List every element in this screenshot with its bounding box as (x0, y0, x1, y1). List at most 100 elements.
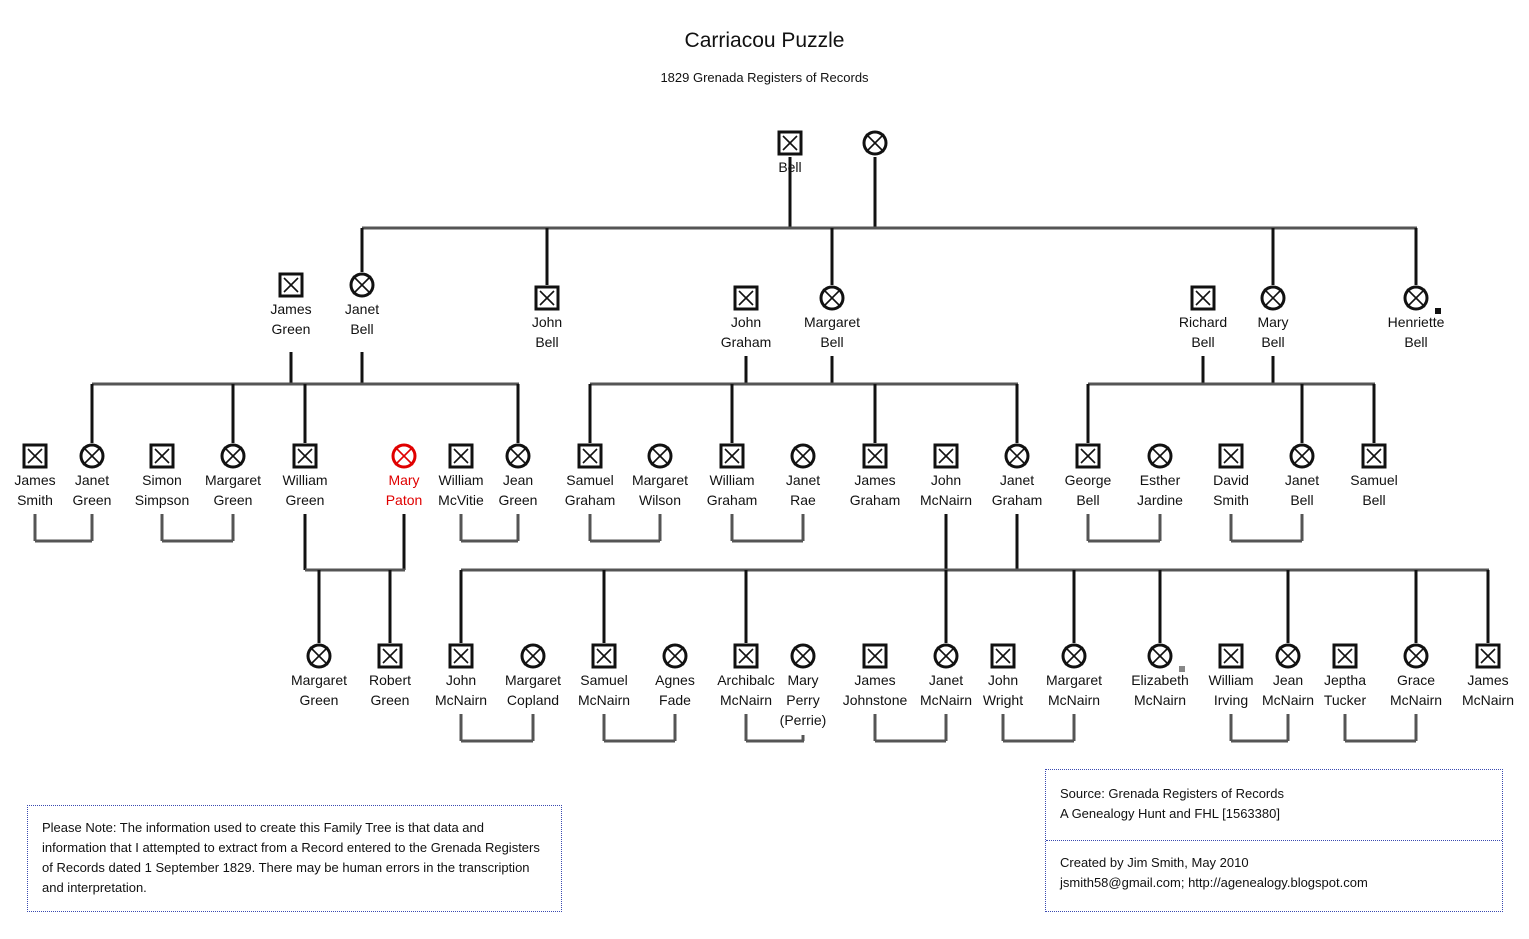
person-name-line2: Graham (991, 492, 1043, 508)
person-name-line2: Irving (1213, 692, 1249, 708)
cross-mark (297, 448, 313, 464)
person-margaret-green2-symbol (306, 643, 332, 669)
page-title: Carriacou Puzzle (684, 29, 845, 52)
cross-mark (382, 648, 398, 664)
person-william-green-symbol (292, 443, 318, 469)
disclaimer-note: Please Note: The information used to cre… (27, 805, 562, 912)
person-name-line2: Bell (1404, 334, 1428, 350)
cross-mark (867, 648, 883, 664)
person-bell-sr-symbol (777, 130, 803, 156)
person-agnes-fade-symbol (662, 643, 688, 669)
source-line-2: A Genealogy Hunt and FHL [1563380] (1060, 806, 1280, 821)
cross-mark (650, 446, 670, 466)
credit-section: Created by Jim Smith, May 2010 jsmith58@… (1046, 840, 1502, 893)
person-name-line1: John (930, 472, 962, 488)
person-name-line1: Margaret (631, 472, 689, 488)
credit-line-2: jsmith58@gmail.com; http://agenealogy.bl… (1060, 875, 1368, 890)
person-mary-paton-symbol (391, 443, 417, 469)
person-name-line1: Samuel (1350, 472, 1398, 488)
person-mary-perry-symbol (790, 643, 816, 669)
person-name-line1: Henriette (1387, 314, 1445, 330)
note-marker (1435, 308, 1441, 314)
person-jean-mcnairn-symbol (1275, 643, 1301, 669)
person-william-mcvitie-symbol (448, 443, 474, 469)
disclaimer-text: Please Note: The information used to cre… (42, 820, 540, 895)
person-name-line1: Esther (1139, 472, 1181, 488)
cross-mark (1480, 648, 1496, 664)
person-name-line1: William (709, 472, 755, 488)
person-name-line1: Janet (1284, 472, 1320, 488)
person-name-line2: Bell (1261, 334, 1285, 350)
cross-mark (1406, 288, 1426, 308)
person-name-line2: Tucker (1323, 692, 1367, 708)
person-name-line2: McNairn (1047, 692, 1101, 708)
cross-mark (596, 648, 612, 664)
person-name-line1: Grace (1396, 672, 1436, 688)
person-name-line1: John (531, 314, 563, 330)
cross-mark (938, 448, 954, 464)
person-name-line2: Bell (1362, 492, 1386, 508)
person-janet-bell-symbol (349, 272, 375, 298)
person-name-line1: John (445, 672, 477, 688)
person-esther-jardine-symbol (1147, 443, 1173, 469)
cross-mark (539, 290, 555, 306)
person-jeptha-tucker-symbol (1332, 643, 1358, 669)
person-name-line1: John (730, 314, 762, 330)
cross-mark (793, 446, 813, 466)
person-margaret-green-symbol (220, 443, 246, 469)
person-janet-green-symbol (79, 443, 105, 469)
cross-mark (1263, 288, 1283, 308)
person-name-line1: James (1467, 672, 1509, 688)
person-name-line1: Janet (928, 672, 964, 688)
cross-mark (223, 446, 243, 466)
person-name-line1: Jean (1272, 672, 1304, 688)
person-john-mcnairn-symbol (448, 643, 474, 669)
person-bell-sr-label: Bell (748, 157, 832, 177)
cross-mark (724, 448, 740, 464)
person-name-line1: Margaret (803, 314, 861, 330)
cross-mark (309, 646, 329, 666)
cross-mark (738, 290, 754, 306)
person-janet-graham-symbol (1004, 443, 1030, 469)
person-name-line2: McNairn (1389, 692, 1443, 708)
cross-mark (508, 446, 528, 466)
person-name-line1: William (282, 472, 328, 488)
person-name-line2: Graham (706, 492, 758, 508)
person-name-line1: Janet (785, 472, 821, 488)
cross-mark (27, 448, 43, 464)
person-name-line1: James (270, 301, 312, 317)
cross-mark (1223, 448, 1239, 464)
person-henriette-bell-symbol (1403, 285, 1429, 311)
person-name-line2: McNairn (1133, 692, 1187, 708)
cross-mark (453, 648, 469, 664)
person-name-line1: Bell (778, 159, 802, 175)
person-name-line2: Perry (786, 692, 820, 708)
cross-mark (394, 446, 414, 466)
credit-line-1: Created by Jim Smith, May 2010 (1060, 855, 1249, 870)
person-name-line1: Margaret (204, 472, 262, 488)
person-name-line1: Archibalc (717, 672, 775, 688)
